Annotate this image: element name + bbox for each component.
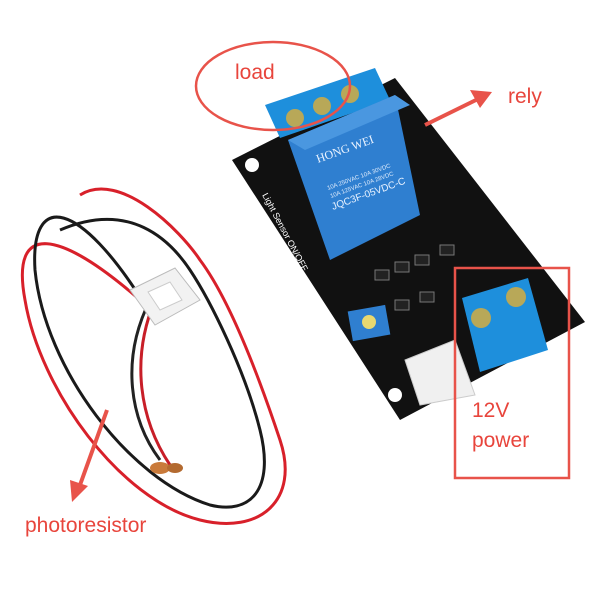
power-label-line2: power bbox=[472, 429, 530, 452]
relay: HONG WEI 10A 250VAC 10A 30VDC 10A 125VAC… bbox=[288, 95, 420, 260]
power-terminal-block bbox=[462, 278, 548, 372]
relay-label: rely bbox=[508, 85, 542, 108]
photoresistor-sensor bbox=[150, 462, 183, 474]
load-label: load bbox=[235, 61, 275, 84]
load-terminal-block bbox=[265, 68, 390, 138]
relay-arrow bbox=[424, 90, 492, 127]
power-highlight-box bbox=[453, 266, 571, 480]
photoresistor-label: photoresistor bbox=[25, 514, 147, 537]
photoresistor-wires bbox=[20, 187, 287, 525]
load-highlight-ellipse bbox=[194, 40, 352, 132]
power-label-line1: 12V bbox=[472, 399, 510, 422]
potentiometer bbox=[347, 304, 391, 342]
smd-components bbox=[374, 244, 455, 311]
connector-plug bbox=[129, 267, 201, 326]
photoresistor-arrow bbox=[70, 409, 109, 502]
sensor-connector bbox=[404, 339, 476, 406]
